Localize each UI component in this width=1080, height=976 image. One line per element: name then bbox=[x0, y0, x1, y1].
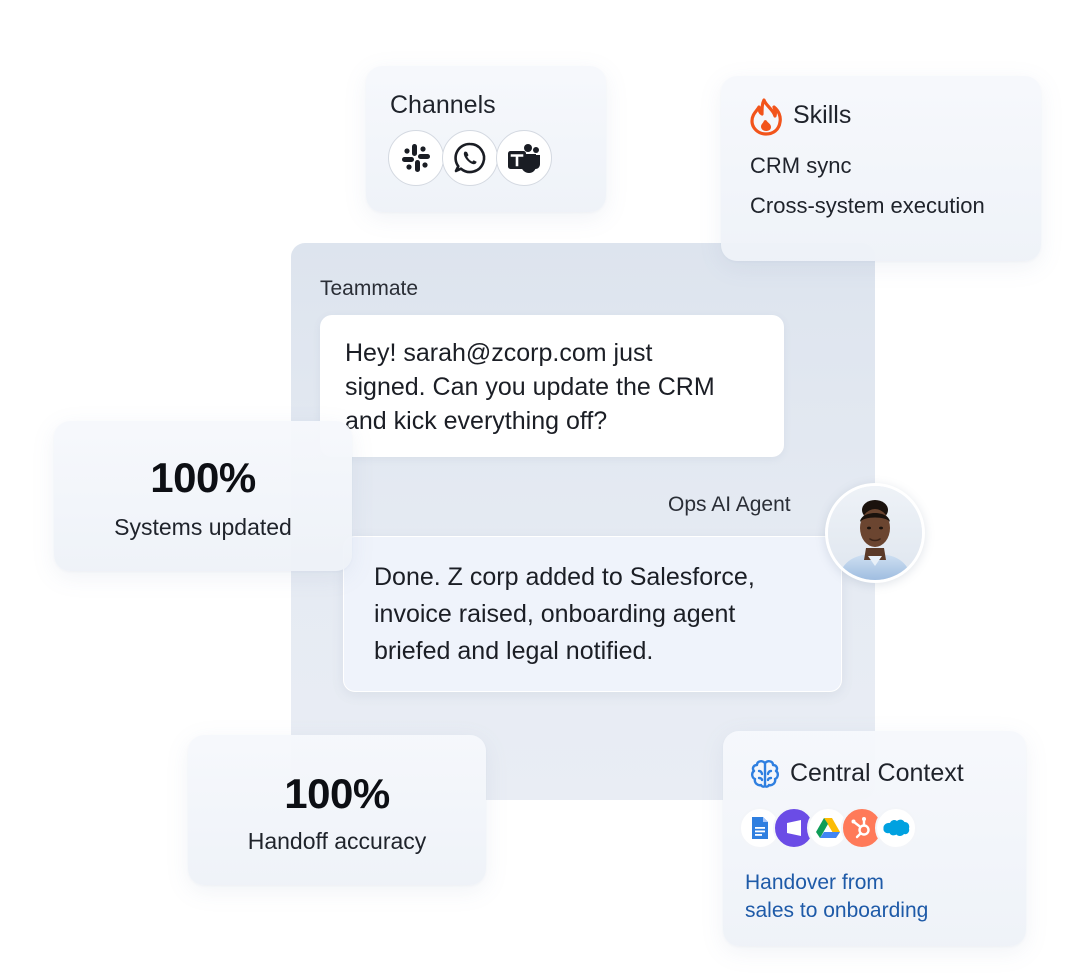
message-line: and kick everything off? bbox=[345, 407, 608, 435]
context-caption-line: sales to onboarding bbox=[745, 899, 929, 922]
context-title: Central Context bbox=[790, 759, 964, 787]
message-line: signed. Can you update the CRM bbox=[345, 373, 715, 401]
google-docs-icon[interactable] bbox=[739, 807, 781, 849]
slack-icon[interactable] bbox=[388, 130, 444, 186]
central-context-card: Central Context bbox=[723, 731, 1026, 946]
channels-card: Channels bbox=[366, 66, 606, 212]
brain-icon bbox=[749, 758, 781, 795]
stat-value: 100% bbox=[284, 770, 390, 817]
teammate-label: Teammate bbox=[320, 277, 419, 300]
stat-card-handoff-accuracy: 100% Handoff accuracy bbox=[188, 735, 486, 885]
message-line: Hey! sarah@zcorp.com just bbox=[345, 339, 653, 367]
stat-label: Systems updated bbox=[114, 514, 292, 540]
stat-label: Handoff accuracy bbox=[247, 828, 427, 854]
agent-avatar bbox=[825, 483, 925, 583]
message-line: Done. Z corp added to Salesforce, bbox=[374, 563, 755, 591]
fire-icon bbox=[749, 98, 783, 141]
whatsapp-icon[interactable] bbox=[442, 130, 498, 186]
stat-value: 100% bbox=[150, 454, 256, 501]
message-line: invoice raised, onboarding agent bbox=[374, 600, 736, 628]
stat-card-systems-updated: 100% Systems updated bbox=[54, 421, 352, 571]
skill-item: Cross-system execution bbox=[750, 193, 985, 218]
skills-title: Skills bbox=[793, 101, 852, 129]
skills-card: Skills CRM sync Cross-system execution bbox=[721, 76, 1041, 261]
agent-label: Ops AI Agent bbox=[668, 493, 791, 516]
salesforce-icon[interactable] bbox=[875, 807, 917, 849]
teammate-message: Hey! sarah@zcorp.com just signed. Can yo… bbox=[320, 315, 784, 457]
agent-message: Done. Z corp added to Salesforce, invoic… bbox=[343, 536, 842, 692]
channels-title: Channels bbox=[390, 91, 496, 119]
message-line: briefed and legal notified. bbox=[374, 637, 654, 665]
teams-icon[interactable] bbox=[496, 130, 552, 186]
skill-item: CRM sync bbox=[750, 153, 852, 178]
context-caption-line: Handover from bbox=[745, 871, 884, 894]
agent-portrait-icon bbox=[828, 486, 922, 580]
